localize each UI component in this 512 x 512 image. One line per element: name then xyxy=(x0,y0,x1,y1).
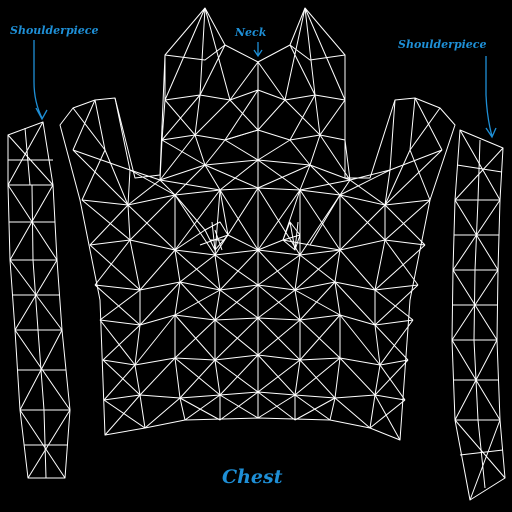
shoulder-left-arrow xyxy=(33,40,48,121)
neck-label: Neck xyxy=(235,26,267,39)
left-shoulderpiece-mesh xyxy=(7,121,71,479)
shoulderpiece-left-label: Shoulderpiece xyxy=(10,24,99,37)
neck-arrow xyxy=(253,42,263,58)
chest-label: Chest xyxy=(222,466,283,488)
right-shoulderpiece-mesh xyxy=(451,129,506,501)
shoulder-right-arrow xyxy=(485,56,497,139)
chest-mesh xyxy=(59,7,456,441)
shoulderpiece-right-label: Shoulderpiece xyxy=(398,38,487,51)
